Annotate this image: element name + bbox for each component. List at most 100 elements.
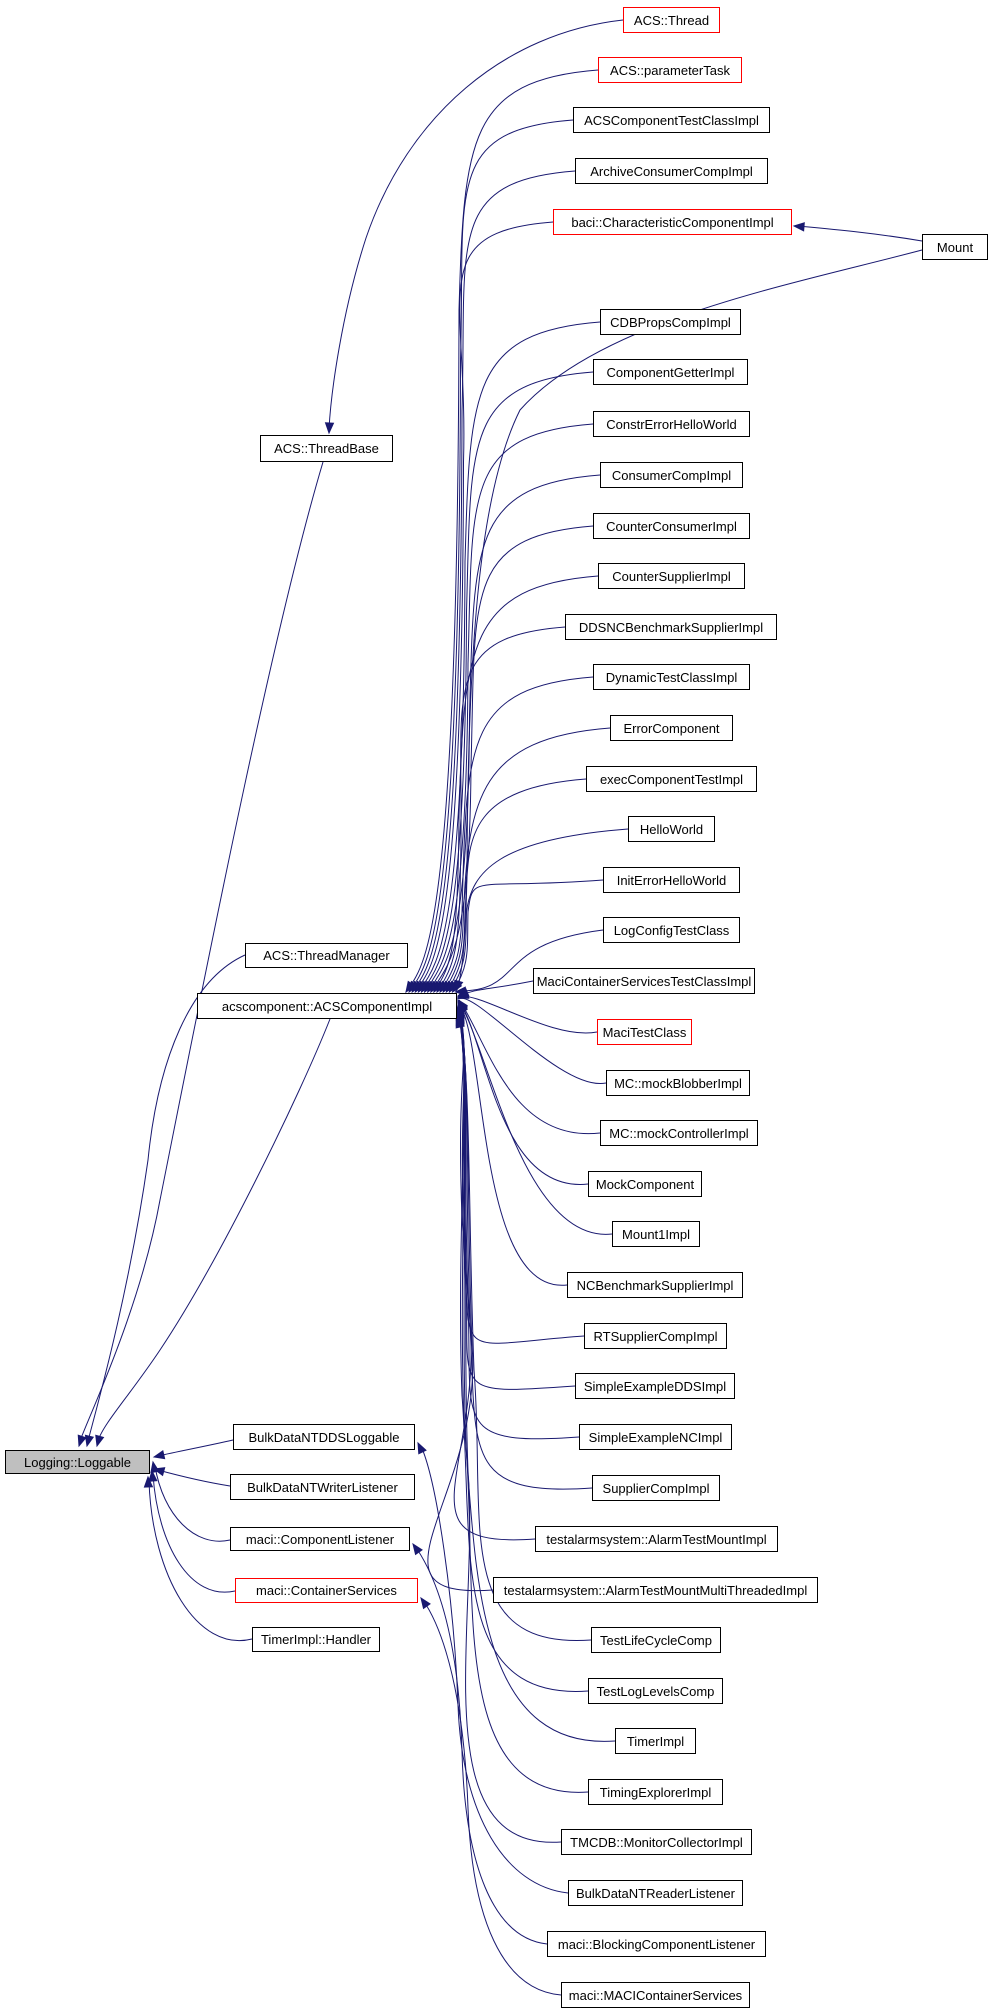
edge-parameter-task-to-acs-component-impl <box>405 69 599 993</box>
arrowhead-into-logging-loggable <box>84 1434 95 1448</box>
edge-nc-benchmark-supplier-impl-to-acs-component-impl <box>458 1003 568 1286</box>
arrowhead-into-maci-container-services <box>420 1596 431 1610</box>
edge-mount-to-acs-component-impl <box>457 249 923 988</box>
node-maci-container-services-test-class-impl[interactable]: MaciContainerServicesTestClassImpl <box>533 968 755 994</box>
node-maci-blocking-component-listener[interactable]: maci::BlockingComponentListener <box>547 1931 766 1957</box>
node-cdb-props-comp-impl[interactable]: CDBPropsCompImpl <box>600 309 741 335</box>
node-hello-world[interactable]: HelloWorld <box>628 816 715 842</box>
node-maci-test-class[interactable]: MaciTestClass <box>597 1019 692 1045</box>
edge-timer-impl-handler-to-logging-loggable <box>148 1480 253 1642</box>
edge-mount-to-characteristic-component-impl <box>797 225 923 242</box>
edge-dynamic-test-class-impl-to-acs-component-impl <box>439 676 594 993</box>
node-rt-supplier-comp-impl[interactable]: RTSupplierCompImpl <box>584 1323 727 1349</box>
node-acs-component-impl[interactable]: acscomponent::ACSComponentImpl <box>197 993 457 1019</box>
edge-ddsnc-benchmark-supplier-impl-to-acs-component-impl <box>436 626 566 993</box>
edge-maci-test-class-to-acs-component-impl <box>458 995 598 1034</box>
edge-simple-example-nc-impl-to-acs-component-impl <box>458 1007 580 1440</box>
edge-thread-base-to-logging-loggable <box>79 461 324 1442</box>
arrowhead-into-maci-component-listener <box>412 1542 423 1556</box>
edge-mount1-impl-to-acs-component-impl <box>458 1001 613 1235</box>
node-timing-explorer-impl[interactable]: TimingExplorerImpl <box>588 1779 723 1805</box>
edge-timing-explorer-impl-to-acs-component-impl <box>458 1015 589 1793</box>
edge-cdb-props-comp-impl-to-acs-component-impl <box>417 321 601 993</box>
edge-maci-container-services-to-logging-loggable <box>152 1474 236 1593</box>
node-bulkdata-nt-dds-loggable[interactable]: BulkDataNTDDSLoggable <box>233 1424 415 1450</box>
arrowhead-into-acs-component-impl <box>454 979 464 993</box>
node-test-log-levels-comp[interactable]: TestLogLevelsComp <box>588 1678 723 1704</box>
edge-tmcdb-monitor-collector-impl-to-acs-component-impl <box>458 1017 562 1843</box>
node-timer-impl-handler[interactable]: TimerImpl::Handler <box>252 1627 380 1652</box>
edge-mc-mock-blobber-impl-to-acs-component-impl <box>458 997 607 1084</box>
arrowhead-into-acs-component-impl <box>456 990 470 1000</box>
node-init-error-hello-world[interactable]: InitErrorHelloWorld <box>603 867 740 893</box>
edge-component-getter-impl-to-acs-component-impl <box>421 371 594 993</box>
edge-simple-example-dds-impl-to-acs-component-impl <box>458 1005 576 1390</box>
node-exec-component-test-impl[interactable]: execComponentTestImpl <box>586 766 757 792</box>
node-maci-container-services[interactable]: maci::ContainerServices <box>235 1578 418 1603</box>
node-acs-component-test-class-impl[interactable]: ACSComponentTestClassImpl <box>573 107 770 133</box>
edge-supplier-comp-impl-to-acs-component-impl <box>458 1008 593 1490</box>
edge-mc-mock-controller-impl-to-acs-component-impl <box>458 999 601 1135</box>
node-log-config-test-class[interactable]: LogConfigTestClass <box>603 917 740 943</box>
node-simple-example-dds-impl[interactable]: SimpleExampleDDSImpl <box>575 1373 735 1399</box>
node-component-getter-impl[interactable]: ComponentGetterImpl <box>593 359 748 385</box>
edge-test-life-cycle-comp-to-acs-component-impl <box>458 1012 592 1641</box>
edge-thread-manager-to-logging-loggable <box>87 954 246 1442</box>
node-characteristic-component-impl[interactable]: baci::CharacteristicComponentImpl <box>553 209 792 235</box>
node-tmcdb-monitor-collector-impl[interactable]: TMCDB::MonitorCollectorImpl <box>561 1829 752 1855</box>
node-thread-base[interactable]: ACS::ThreadBase <box>260 435 393 462</box>
edge-characteristic-component-impl-to-acs-component-impl <box>414 221 554 993</box>
edge-bulkdata-nt-reader-listener-to-bulkdata-nt-dds-loggable <box>420 1445 569 1894</box>
edge-bulkdata-nt-writer-listener-to-logging-loggable <box>157 1469 231 1487</box>
node-timer-impl[interactable]: TimerImpl <box>615 1728 696 1754</box>
edge-maci-container-services-test-class-impl-to-acs-component-impl <box>458 980 534 997</box>
node-constr-error-hello-world[interactable]: ConstrErrorHelloWorld <box>593 411 750 437</box>
node-alarm-test-mount-multi-threaded-impl[interactable]: testalarmsystem::AlarmTestMountMultiThre… <box>493 1577 818 1603</box>
arrowhead-into-bulkdata-nt-dds-loggable <box>417 1441 427 1455</box>
arrowhead-into-acs-component-impl <box>455 1015 465 1029</box>
node-mc-mock-controller-impl[interactable]: MC::mockControllerImpl <box>600 1120 758 1146</box>
node-maci-component-listener[interactable]: maci::ComponentListener <box>230 1527 410 1551</box>
node-test-life-cycle-comp[interactable]: TestLifeCycleComp <box>591 1627 721 1653</box>
node-nc-benchmark-supplier-impl[interactable]: NCBenchmarkSupplierImpl <box>567 1272 743 1298</box>
node-error-component[interactable]: ErrorComponent <box>610 715 733 741</box>
edge-maci-component-listener-to-logging-loggable <box>154 1465 231 1542</box>
node-ddsnc-benchmark-supplier-impl[interactable]: DDSNCBenchmarkSupplierImpl <box>565 614 777 640</box>
node-logging-loggable: Logging::Loggable <box>5 1450 150 1474</box>
edge-rt-supplier-comp-impl-to-acs-component-impl <box>458 1004 585 1344</box>
node-counter-consumer-impl[interactable]: CounterConsumerImpl <box>593 513 750 539</box>
edge-mock-component-to-acs-component-impl <box>458 1000 589 1185</box>
node-thread[interactable]: ACS::Thread <box>623 7 720 33</box>
edge-acs-component-test-class-impl-to-acs-component-impl <box>408 119 574 993</box>
node-mount1-impl[interactable]: Mount1Impl <box>612 1221 700 1247</box>
node-thread-manager[interactable]: ACS::ThreadManager <box>245 943 408 968</box>
edge-maci-blocking-component-listener-to-maci-component-listener <box>414 1545 548 1945</box>
node-archive-consumer-comp-impl[interactable]: ArchiveConsumerCompImpl <box>575 158 768 184</box>
edge-init-error-hello-world-to-acs-component-impl <box>452 879 604 993</box>
node-mount[interactable]: Mount <box>922 234 988 260</box>
arrowhead-into-logging-loggable <box>143 1475 154 1488</box>
edge-bulkdata-nt-dds-loggable-to-logging-loggable <box>157 1439 234 1457</box>
arrowhead-into-logging-loggable <box>148 1469 158 1482</box>
node-mock-component[interactable]: MockComponent <box>588 1171 702 1197</box>
node-supplier-comp-impl[interactable]: SupplierCompImpl <box>592 1475 720 1501</box>
node-mc-mock-blobber-impl[interactable]: MC::mockBlobberImpl <box>606 1070 750 1096</box>
arrowhead-into-logging-loggable <box>150 1460 160 1474</box>
edge-maci-maci-container-services-to-maci-container-services <box>422 1599 562 1996</box>
node-simple-example-nc-impl[interactable]: SimpleExampleNCImpl <box>579 1424 732 1450</box>
edge-archive-consumer-comp-impl-to-acs-component-impl <box>411 170 576 993</box>
arrowhead-into-characteristic-component-impl <box>792 222 805 232</box>
node-parameter-task[interactable]: ACS::parameterTask <box>598 57 742 83</box>
node-dynamic-test-class-impl[interactable]: DynamicTestClassImpl <box>593 664 750 690</box>
node-bulkdata-nt-reader-listener[interactable]: BulkDataNTReaderListener <box>568 1880 743 1906</box>
edge-counter-supplier-impl-to-acs-component-impl <box>433 575 599 993</box>
edge-acs-component-impl-to-logging-loggable <box>97 1018 331 1442</box>
node-bulkdata-nt-writer-listener[interactable]: BulkDataNTWriterListener <box>230 1474 415 1500</box>
edge-consumer-comp-impl-to-acs-component-impl <box>427 474 601 993</box>
node-alarm-test-mount-impl[interactable]: testalarmsystem::AlarmTestMountImpl <box>535 1526 778 1552</box>
node-counter-supplier-impl[interactable]: CounterSupplierImpl <box>598 563 745 589</box>
node-consumer-comp-impl[interactable]: ConsumerCompImpl <box>600 462 743 488</box>
node-maci-maci-container-services[interactable]: maci::MACIContainerServices <box>561 1982 750 2008</box>
